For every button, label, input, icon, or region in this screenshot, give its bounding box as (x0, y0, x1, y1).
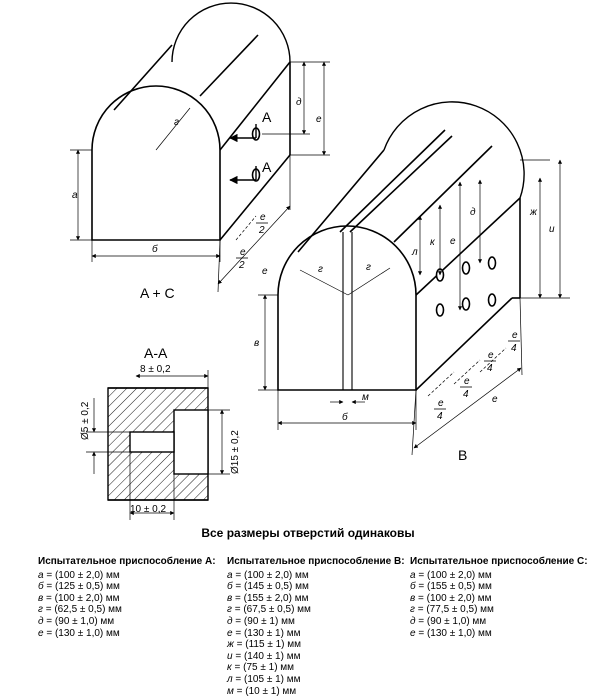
label-ac: A + C (140, 285, 175, 301)
section-title: A-A (144, 345, 168, 361)
dim-letter-g: г (174, 117, 179, 128)
dim-d5: Ø5 ± 0,2 (80, 401, 91, 440)
frac-e2-2: е 2 (236, 247, 248, 271)
fixture-b (277, 101, 525, 391)
label-b: B (458, 447, 467, 463)
svg-text:4: 4 (463, 389, 469, 400)
fixture-b-dims (258, 159, 570, 456)
frac-e4-3: е 4 (484, 350, 496, 374)
dim-letter-g-b1: г (318, 264, 323, 275)
dim-letter-e-diag: е (262, 266, 268, 277)
dim-letter-v-b: в (254, 338, 259, 349)
fixture-ac (91, 2, 291, 241)
spec-row: б = (125 ± 0,5) мм (38, 581, 120, 593)
spec-row: и = (140 ± 1) мм (227, 650, 301, 662)
dim-letter-l: л (411, 247, 418, 258)
dim-letter-g-b2: г (366, 262, 371, 273)
section-aa (107, 387, 209, 501)
dim-letter-m: м (362, 392, 369, 403)
frac-e4-4: е 4 (508, 330, 520, 354)
spec-column-a: Испытательное приспособление А: а = (100… (38, 556, 216, 639)
dim-letter-d-b: д (470, 207, 476, 218)
frac-e2-1: е 2 (256, 212, 268, 236)
spec-row: ж = (115 ± 1) мм (227, 639, 302, 651)
svg-text:4: 4 (437, 411, 443, 422)
spec-row: б = (155 ± 0,5) мм (410, 581, 492, 593)
frac-e4-2: е 4 (460, 376, 472, 400)
dim-8: 8 ± 0,2 (140, 364, 171, 375)
svg-text:е: е (488, 350, 494, 361)
dim-letter-e: е (316, 114, 322, 125)
svg-text:е: е (512, 330, 518, 341)
spec-row: а = (100 ± 2,0) мм (410, 569, 492, 581)
spec-row: д = (90 ± 1) мм (227, 615, 295, 627)
technical-drawing: A + C B A-A A A а б г д е е в б м г г л … (70, 2, 570, 520)
spec-row: д = (90 ± 1,0) мм (410, 615, 487, 627)
dim-letter-a: а (72, 190, 78, 201)
caption-title: Все размеры отверстий одинаковы (201, 526, 415, 540)
dim-10: 10 ± 0,2 (130, 504, 167, 515)
svg-text:е: е (240, 247, 246, 258)
spec-row: в = (100 ± 2,0) мм (38, 592, 120, 604)
spec-heading-c: Испытательное приспособление С: (410, 556, 588, 567)
spec-row: в = (100 ± 2,0) мм (410, 592, 492, 604)
dim-letter-e-b: е (450, 236, 456, 247)
spec-heading-a: Испытательное приспособление А: (38, 556, 216, 567)
spec-column-b: Испытательное приспособление В: а = (100… (227, 556, 405, 697)
svg-text:4: 4 (487, 363, 493, 374)
dim-letter-k: к (430, 237, 436, 248)
svg-text:4: 4 (511, 343, 517, 354)
svg-text:2: 2 (258, 225, 265, 236)
section-arrows (229, 124, 257, 185)
svg-text:е: е (464, 376, 470, 387)
spec-row: е = (130 ± 1,0) мм (38, 627, 120, 639)
spec-row: л = (105 ± 1) мм (227, 673, 301, 685)
svg-text:2: 2 (238, 260, 245, 271)
spec-row: б = (145 ± 0,5) мм (227, 581, 309, 593)
section-arrow-label-2: A (262, 159, 272, 175)
dim-letter-d: д (296, 97, 302, 108)
dim-letter-b: б (152, 243, 158, 255)
spec-row: д = (90 ± 1,0) мм (38, 615, 115, 627)
drawing-labels: A + C B A-A A A а б г д е е в б м г г л … (72, 97, 555, 515)
section-arrow-label-1: A (262, 109, 272, 125)
frac-e4-1: е 4 (434, 398, 446, 422)
svg-text:е: е (260, 212, 266, 223)
spec-row: г = (62,5 ± 0,5) мм (38, 604, 122, 616)
dim-letter-e-b-diag: е (492, 394, 498, 405)
spec-row: м = (10 ± 1) мм (227, 685, 297, 697)
spec-row: к = (75 ± 1) мм (227, 662, 295, 674)
fixture-ac-dims (70, 61, 330, 293)
spec-row: г = (77,5 ± 0,5) мм (410, 604, 494, 616)
section-aa-dims (86, 370, 230, 520)
spec-row: а = (100 ± 2,0) мм (38, 569, 120, 581)
spec-row: е = (130 ± 1,0) мм (410, 627, 492, 639)
dim-letter-zh: ж (529, 207, 538, 218)
dim-letter-b-b: б (342, 411, 348, 423)
spec-row: а = (100 ± 2,0) мм (227, 569, 309, 581)
spec-column-c: Испытательное приспособление С: а = (100… (410, 556, 588, 639)
spec-row: г = (67,5 ± 0,5) мм (227, 604, 311, 616)
spec-row: в = (155 ± 2,0) мм (227, 592, 309, 604)
spec-heading-b: Испытательное приспособление В: (227, 556, 405, 567)
dim-letter-i: и (549, 224, 555, 235)
dim-d15: Ø15 ± 0,2 (230, 430, 241, 474)
svg-text:е: е (438, 398, 444, 409)
spec-row: е = (130 ± 1) мм (227, 627, 301, 639)
